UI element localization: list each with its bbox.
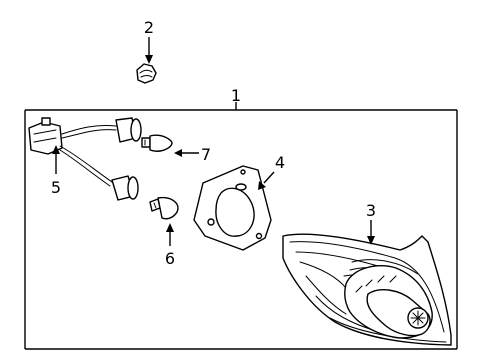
callout-4-label: 4 <box>275 153 285 172</box>
callout-6-label: 6 <box>165 249 175 268</box>
callout-2-label: 2 <box>144 18 154 37</box>
callout-7-arrow-icon <box>174 149 182 157</box>
upper-bulb-part <box>141 134 173 152</box>
wiring-harness-part <box>28 117 142 201</box>
callout-6-arrow-icon <box>166 223 174 232</box>
nut-part <box>136 63 157 84</box>
assembly-frame <box>24 109 458 350</box>
callout-4[interactable]: 4 <box>258 153 285 190</box>
callout-6[interactable]: 6 <box>165 223 175 268</box>
callout-1[interactable]: 1 <box>231 86 241 110</box>
callout-5-label: 5 <box>51 178 61 197</box>
callout-3-arrow-icon <box>367 236 375 245</box>
callout-3-label: 3 <box>366 201 376 220</box>
callout-2-arrow-icon <box>145 55 153 64</box>
gasket-part <box>193 165 272 251</box>
callout-5[interactable]: 5 <box>51 145 61 197</box>
callout-2[interactable]: 2 <box>144 18 154 64</box>
callout-4-leader <box>263 171 275 184</box>
callout-5-arrow-icon <box>52 145 60 154</box>
callout-1-label: 1 <box>231 86 241 105</box>
callout-4-arrow-icon <box>258 181 266 190</box>
lower-bulb-part <box>149 196 179 220</box>
callout-7[interactable]: 7 <box>174 145 211 164</box>
callout-7-label: 7 <box>201 145 211 164</box>
callout-3[interactable]: 3 <box>366 201 376 245</box>
tail-lamp-lens-part <box>282 233 452 346</box>
